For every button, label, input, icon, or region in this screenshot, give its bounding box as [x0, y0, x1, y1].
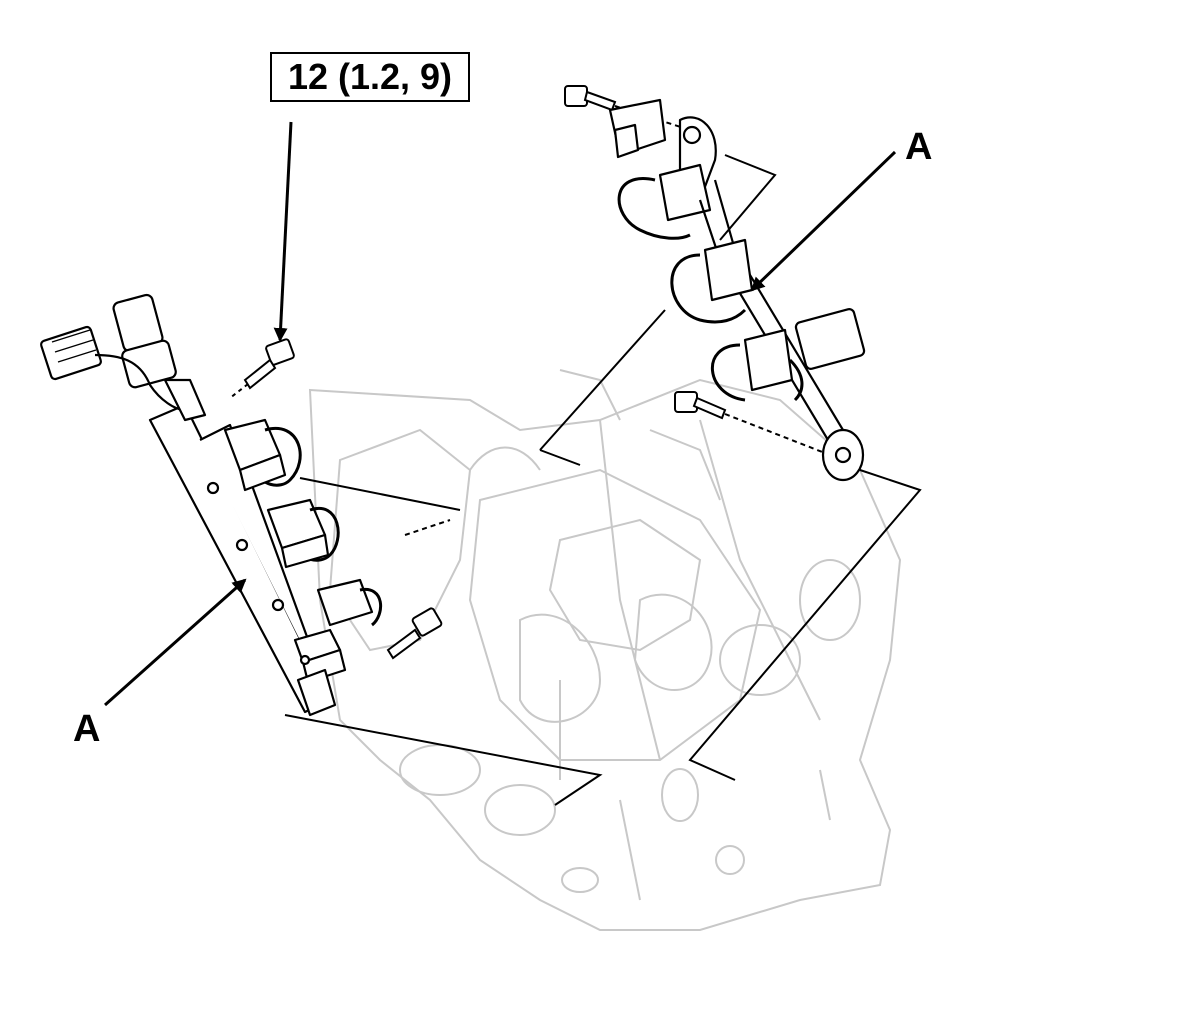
bolt-right-lower — [674, 391, 831, 456]
bolt-left-lower — [386, 607, 443, 660]
section-lines — [284, 154, 922, 806]
callout-a-right-arrow — [750, 150, 897, 292]
callout-a-left-arrow — [104, 578, 247, 707]
callout-a-right: A — [905, 126, 933, 168]
engine-block — [308, 369, 902, 931]
bolt-left-upper — [229, 338, 295, 399]
torque-leader-arrow — [273, 121, 293, 342]
right-harness — [608, 98, 866, 482]
leader-arrows — [104, 121, 897, 707]
left-harness — [40, 293, 383, 717]
torque-spec-label: 12 (1.2, 9) — [270, 52, 470, 102]
callout-a-left: A — [73, 708, 101, 750]
